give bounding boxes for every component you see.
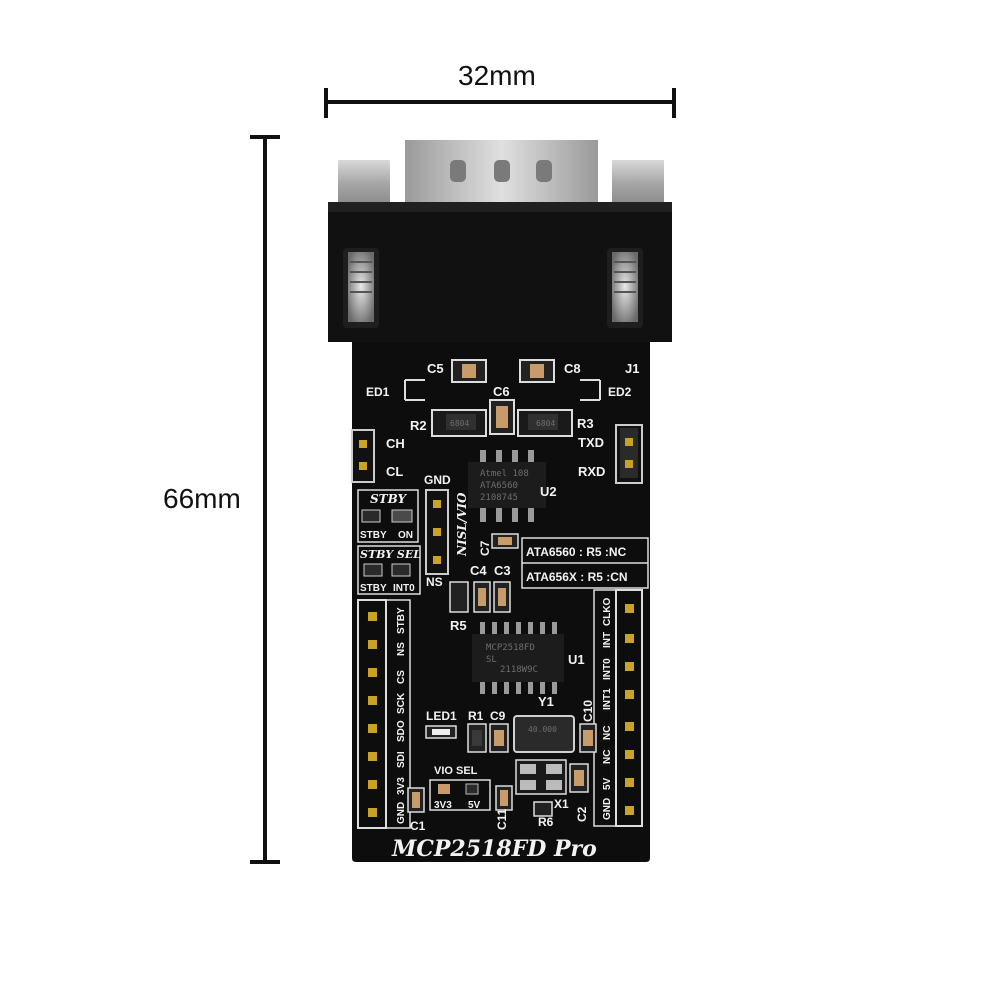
label-gnd-top: GND xyxy=(424,473,451,487)
c1-capacitor xyxy=(407,787,425,813)
r5-note-box xyxy=(521,537,649,589)
label-cl: CL xyxy=(386,464,403,479)
note-line-1: ATA6560 : R5 :NC xyxy=(526,545,627,559)
r3-code: 6804 xyxy=(536,419,555,428)
led-r1-c9 xyxy=(425,715,597,753)
left-pin-label: NS xyxy=(396,642,407,656)
stby-jumper-box[interactable] xyxy=(357,489,419,543)
left-pin-label: GND xyxy=(396,802,407,824)
crystal-code: 40.000 xyxy=(528,725,557,734)
r2-code: 6804 xyxy=(450,419,469,428)
label-stby-sel-b: INT0 xyxy=(393,583,415,594)
label-r5: R5 xyxy=(450,618,467,633)
label-r1: R1 xyxy=(468,709,484,723)
height-dimension-label: 66mm xyxy=(163,483,241,514)
height-dimension-line xyxy=(250,135,280,864)
mode-header[interactable] xyxy=(425,489,449,575)
label-led1: LED1 xyxy=(426,709,457,723)
label-y1: Y1 xyxy=(538,694,554,709)
u2-line-3: 2108745 xyxy=(480,493,518,503)
label-c10: C10 xyxy=(581,700,595,722)
bottom-components xyxy=(495,759,589,817)
u1-chip xyxy=(472,622,564,694)
c4-c3-r5 xyxy=(449,581,511,613)
label-rxd: RXD xyxy=(578,464,605,479)
label-r6: R6 xyxy=(538,815,554,829)
label-c9: C9 xyxy=(490,709,506,723)
u2-line-2: ATA6560 xyxy=(480,481,518,491)
left-pin-label: SDO xyxy=(396,720,407,742)
txd-rxd-header[interactable] xyxy=(615,424,643,484)
top-components xyxy=(404,359,601,437)
label-5v: 5V xyxy=(468,800,481,811)
right-pin-label: GND xyxy=(602,798,613,820)
stby-sel-jumper-box[interactable] xyxy=(357,545,421,595)
right-pin-label: INT1 xyxy=(602,688,613,710)
label-3v3: 3V3 xyxy=(434,800,452,811)
label-c5: C5 xyxy=(427,361,444,376)
right-pin-header[interactable] xyxy=(593,589,643,827)
label-r2: R2 xyxy=(410,418,427,433)
label-x1: X1 xyxy=(554,797,569,811)
label-stby-on-b: ON xyxy=(398,530,413,541)
left-pin-label: SDI xyxy=(396,751,407,768)
label-nisl-vio: NISL/VIO xyxy=(455,492,469,557)
u2-chip xyxy=(468,450,546,522)
right-pin-label: NC xyxy=(602,750,613,764)
label-c7: C7 xyxy=(478,540,492,556)
right-pin-label: INT0 xyxy=(602,658,613,680)
label-c1: C1 xyxy=(410,819,426,833)
label-c2: C2 xyxy=(575,806,589,822)
label-u2: U2 xyxy=(540,484,557,499)
label-stby-sel: STBY SEL xyxy=(360,548,421,561)
left-pin-label: CS xyxy=(396,670,407,684)
width-dimension-label: 32mm xyxy=(458,60,536,91)
label-vio-sel: VIO SEL xyxy=(434,765,478,777)
label-stby-sel-a: STBY xyxy=(360,583,387,594)
label-ed1: ED1 xyxy=(366,385,390,399)
label-u1: U1 xyxy=(568,652,585,667)
right-pin-label: INT xyxy=(602,632,613,648)
label-c6: C6 xyxy=(493,384,510,399)
right-pin-labels: CLKO INT INT0 INT1 NC NC 5V GND xyxy=(602,597,613,820)
label-j1: J1 xyxy=(625,361,639,376)
label-c11: C11 xyxy=(495,808,509,830)
label-stby-on-a: STBY xyxy=(360,530,387,541)
label-r3: R3 xyxy=(577,416,594,431)
vio-sel-jumper[interactable] xyxy=(429,779,491,811)
left-pin-label: SCK xyxy=(396,692,407,714)
label-ch: CH xyxy=(386,436,405,451)
label-c4: C4 xyxy=(470,563,487,578)
u1-line-1: MCP2518FD xyxy=(486,643,535,653)
label-txd: TXD xyxy=(578,435,604,450)
right-pin-label: NC xyxy=(602,726,613,740)
u1-line-3: 2118W9C xyxy=(500,665,538,675)
left-pin-header[interactable] xyxy=(357,599,411,829)
right-pin-label: CLKO xyxy=(602,597,613,626)
u2-line-1: Atmel 108 xyxy=(480,469,529,479)
label-c8: C8 xyxy=(564,361,581,376)
db9-connector xyxy=(328,140,672,342)
left-pin-label: 3V3 xyxy=(396,777,407,795)
note-line-2: ATA656X : R5 :CN xyxy=(526,570,628,584)
board-title: MCP2518FD Pro xyxy=(391,836,597,862)
right-pin-label: 5V xyxy=(602,777,613,790)
label-stby: STBY xyxy=(370,492,408,506)
width-dimension-line xyxy=(324,88,676,118)
c7-capacitor xyxy=(491,533,519,549)
label-ed2: ED2 xyxy=(608,385,632,399)
label-ns: NS xyxy=(426,575,443,589)
u1-line-2: SL xyxy=(486,655,497,665)
left-pin-label: STBY xyxy=(396,607,407,634)
ch-cl-header[interactable] xyxy=(351,429,375,483)
left-pin-labels: STBY NS CS SCK SDO SDI 3V3 GND xyxy=(396,607,407,824)
label-c3: C3 xyxy=(494,563,511,578)
